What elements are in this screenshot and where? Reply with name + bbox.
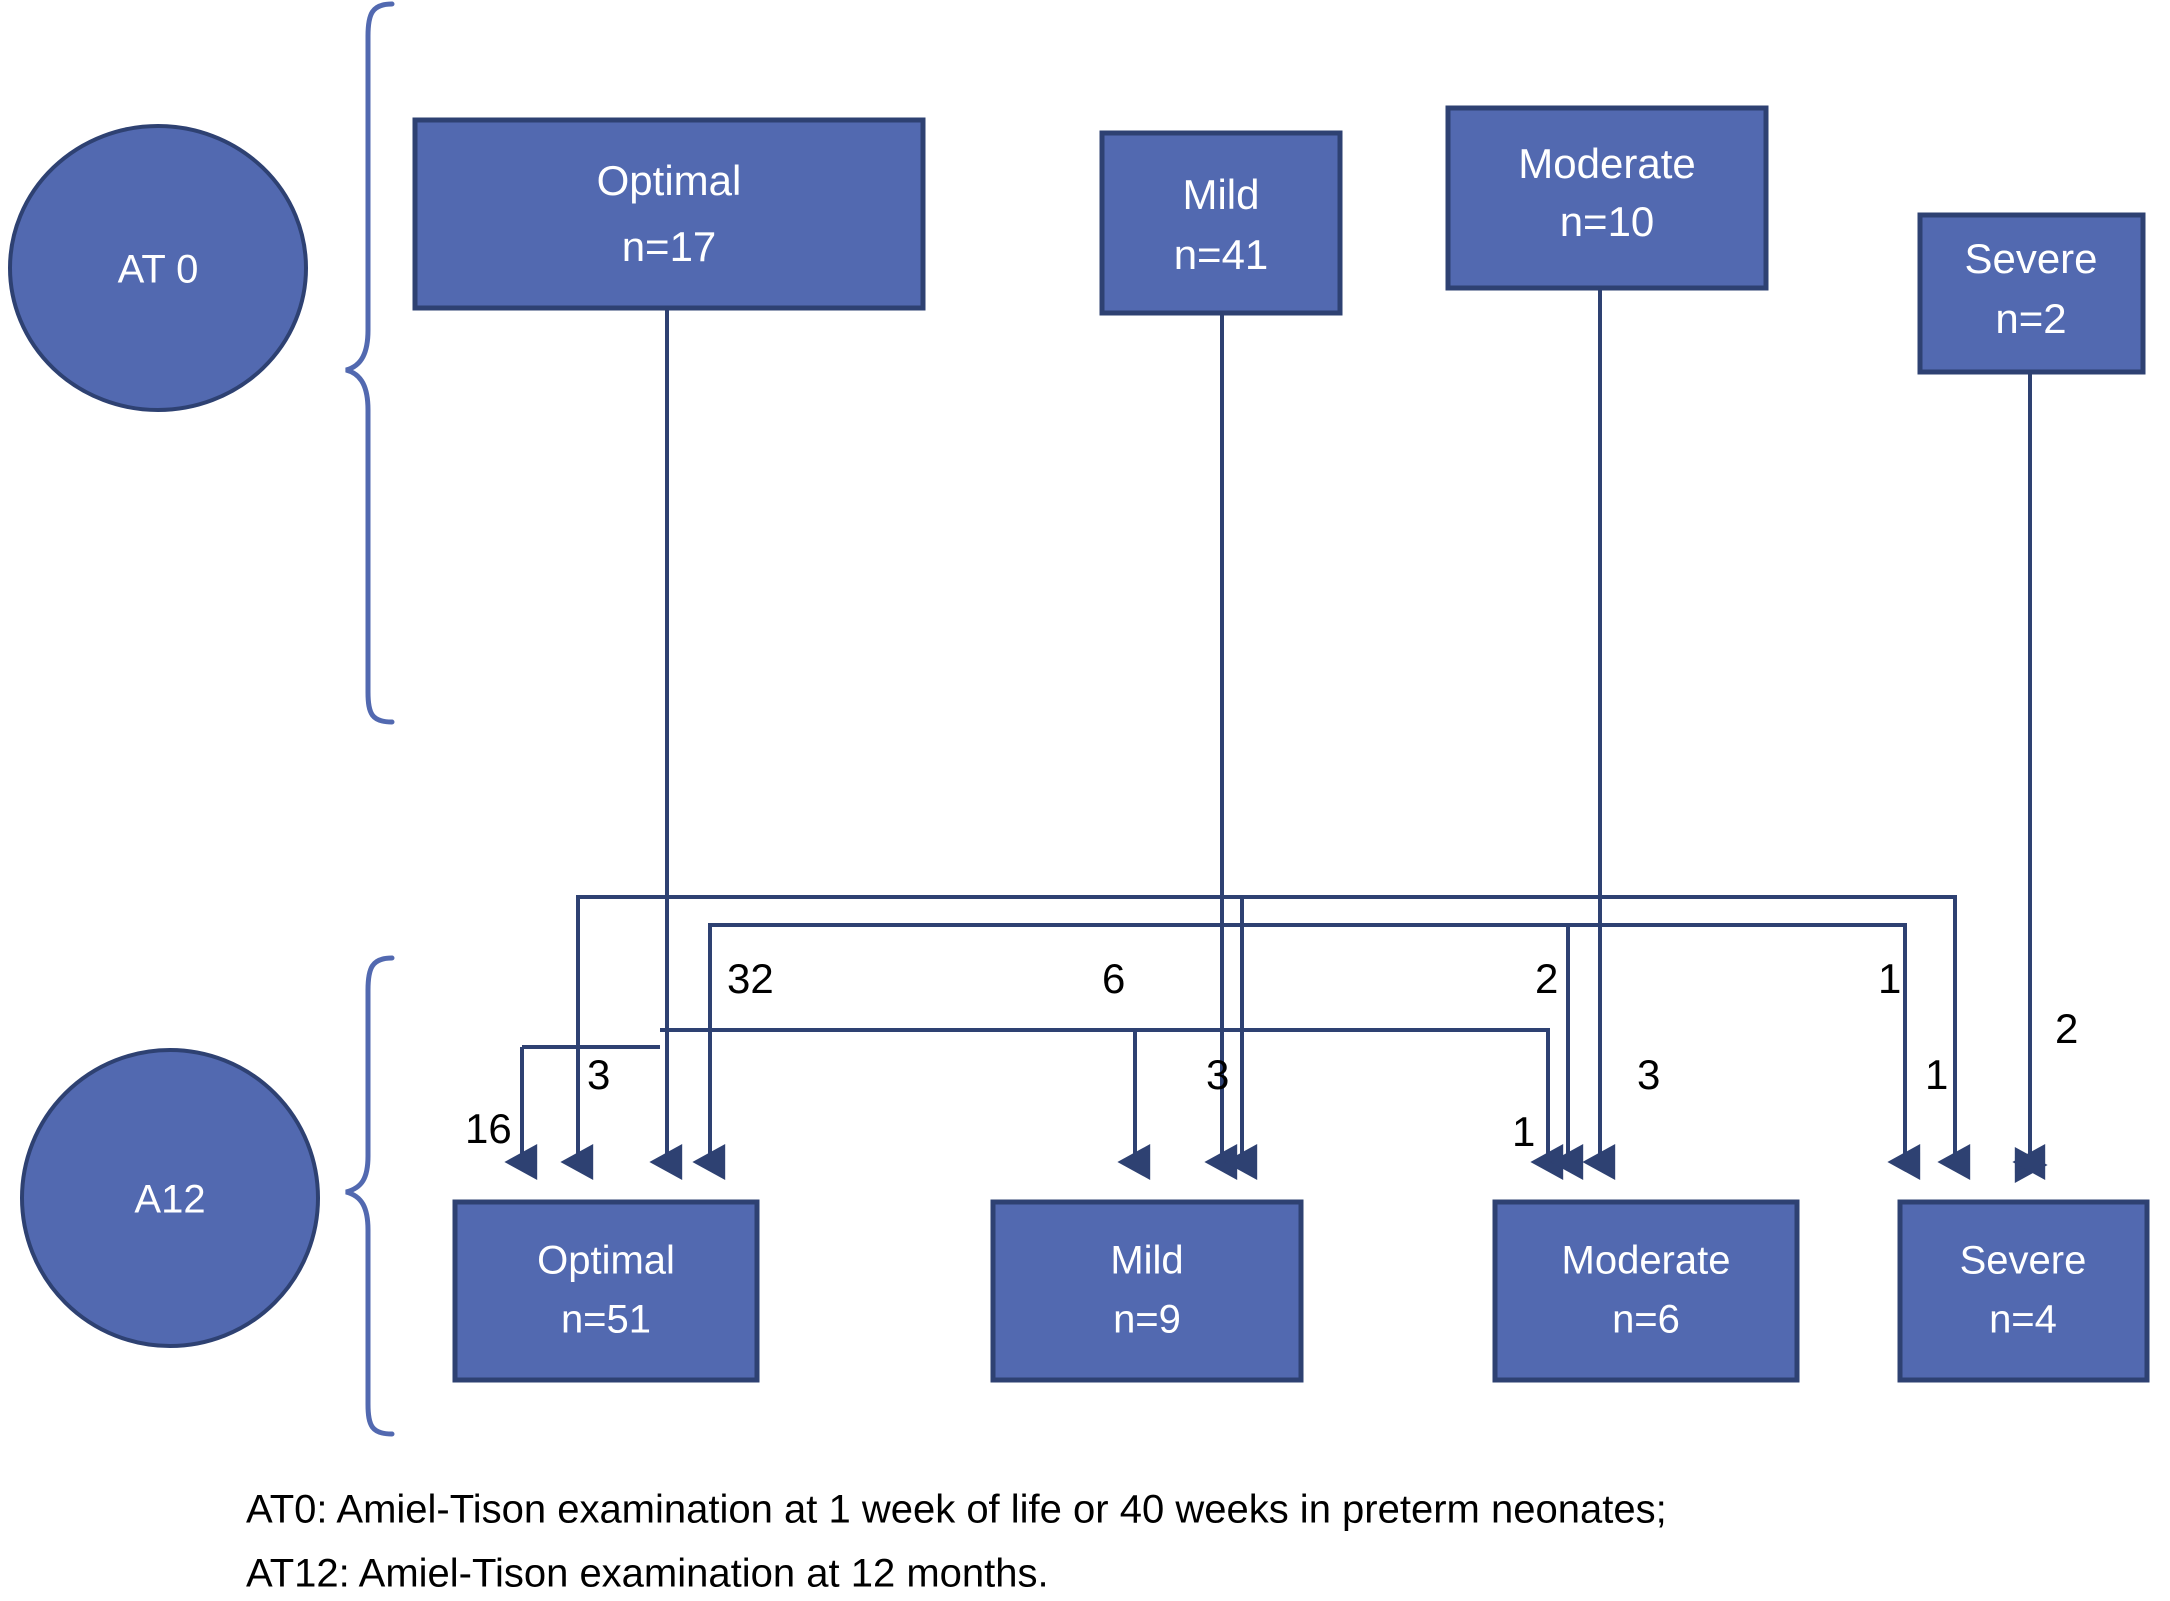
edge-label-3a: 3 (587, 1051, 610, 1098)
at0-mild-count: n=41 (1174, 231, 1269, 278)
a12-severe-box[interactable] (1897, 1199, 2150, 1383)
edge-label-6: 6 (1102, 955, 1125, 1002)
a12-optimal-box[interactable] (452, 1199, 760, 1383)
brace-a12 (345, 955, 395, 1437)
at0-moderate-count: n=10 (1560, 198, 1655, 245)
at0-severe-count: n=2 (1995, 295, 2066, 342)
edge-label-1c: 1 (1925, 1051, 1948, 1098)
bus-level1-right (1600, 895, 1957, 1170)
edge-label-3b: 3 (1206, 1051, 1229, 1098)
node-a12-severe[interactable]: Severe n=4 (1897, 1199, 2150, 1383)
brace-at0 (345, 1, 395, 725)
at0-stage-label: AT 0 (118, 248, 199, 292)
edge-label-32: 32 (727, 955, 774, 1002)
caption-line-2: AT12: Amiel-Tison examination at 12 mont… (246, 1552, 1049, 1596)
edge-label-1b: 1 (1878, 955, 1901, 1002)
flow-moderate-to-optimal (560, 895, 1600, 1180)
a12-moderate-box[interactable] (1492, 1199, 1800, 1383)
at0-moderate-box[interactable] (1445, 105, 1769, 291)
a12-moderate-name: Moderate (1562, 1239, 1731, 1283)
node-a12-optimal[interactable]: Optimal n=51 (452, 1199, 760, 1383)
a12-optimal-name: Optimal (537, 1239, 675, 1283)
connector-bus (665, 288, 2032, 1170)
edge-label-2a: 2 (1535, 955, 1558, 1002)
node-at0-mild[interactable]: Mild n=41 (1099, 130, 1343, 316)
at0-optimal-box[interactable] (412, 117, 926, 311)
a12-ellipse (20, 1048, 320, 1348)
at0-severe-box[interactable] (1917, 212, 2146, 375)
a12-mild-box[interactable] (990, 1199, 1304, 1383)
a12-mild-count: n=9 (1113, 1298, 1181, 1342)
at0-mild-box[interactable] (1099, 130, 1343, 316)
stage-circle-a12: A12 (20, 1048, 320, 1348)
a12-optimal-count: n=51 (561, 1298, 651, 1342)
at0-mild-name: Mild (1182, 171, 1259, 218)
at0-ellipse (8, 124, 308, 412)
node-at0-severe[interactable]: Severe n=2 (1917, 212, 2146, 375)
at0-moderate-name: Moderate (1518, 140, 1695, 187)
a12-stage-label: A12 (134, 1178, 205, 1222)
edge-label-2b: 2 (2055, 1005, 2078, 1052)
node-a12-moderate[interactable]: Moderate n=6 (1492, 1199, 1800, 1383)
bus-level3 (660, 1028, 1550, 1170)
a12-severe-count: n=4 (1989, 1298, 2057, 1342)
at0-optimal-count: n=17 (622, 223, 717, 270)
at0-severe-name: Severe (1964, 235, 2097, 282)
a12-mild-name: Mild (1110, 1239, 1183, 1283)
node-a12-mild[interactable]: Mild n=9 (990, 1199, 1304, 1383)
edge-label-1a: 1 (1512, 1108, 1535, 1155)
a12-moderate-count: n=6 (1612, 1298, 1680, 1342)
node-at0-moderate[interactable]: Moderate n=10 (1445, 105, 1769, 291)
at0-optimal-name: Optimal (597, 157, 742, 204)
edge-label-16: 16 (465, 1105, 512, 1152)
caption-line-1: AT0: Amiel-Tison examination at 1 week o… (246, 1488, 1667, 1532)
node-at0-optimal[interactable]: Optimal n=17 (412, 117, 926, 311)
flow-mild-to-optimal (692, 923, 1232, 1180)
edge-label-3c: 3 (1637, 1051, 1660, 1098)
a12-severe-name: Severe (1960, 1239, 2087, 1283)
flow-optimal-to-optimal (504, 1045, 660, 1180)
stage-circle-at0: AT 0 (8, 124, 308, 412)
